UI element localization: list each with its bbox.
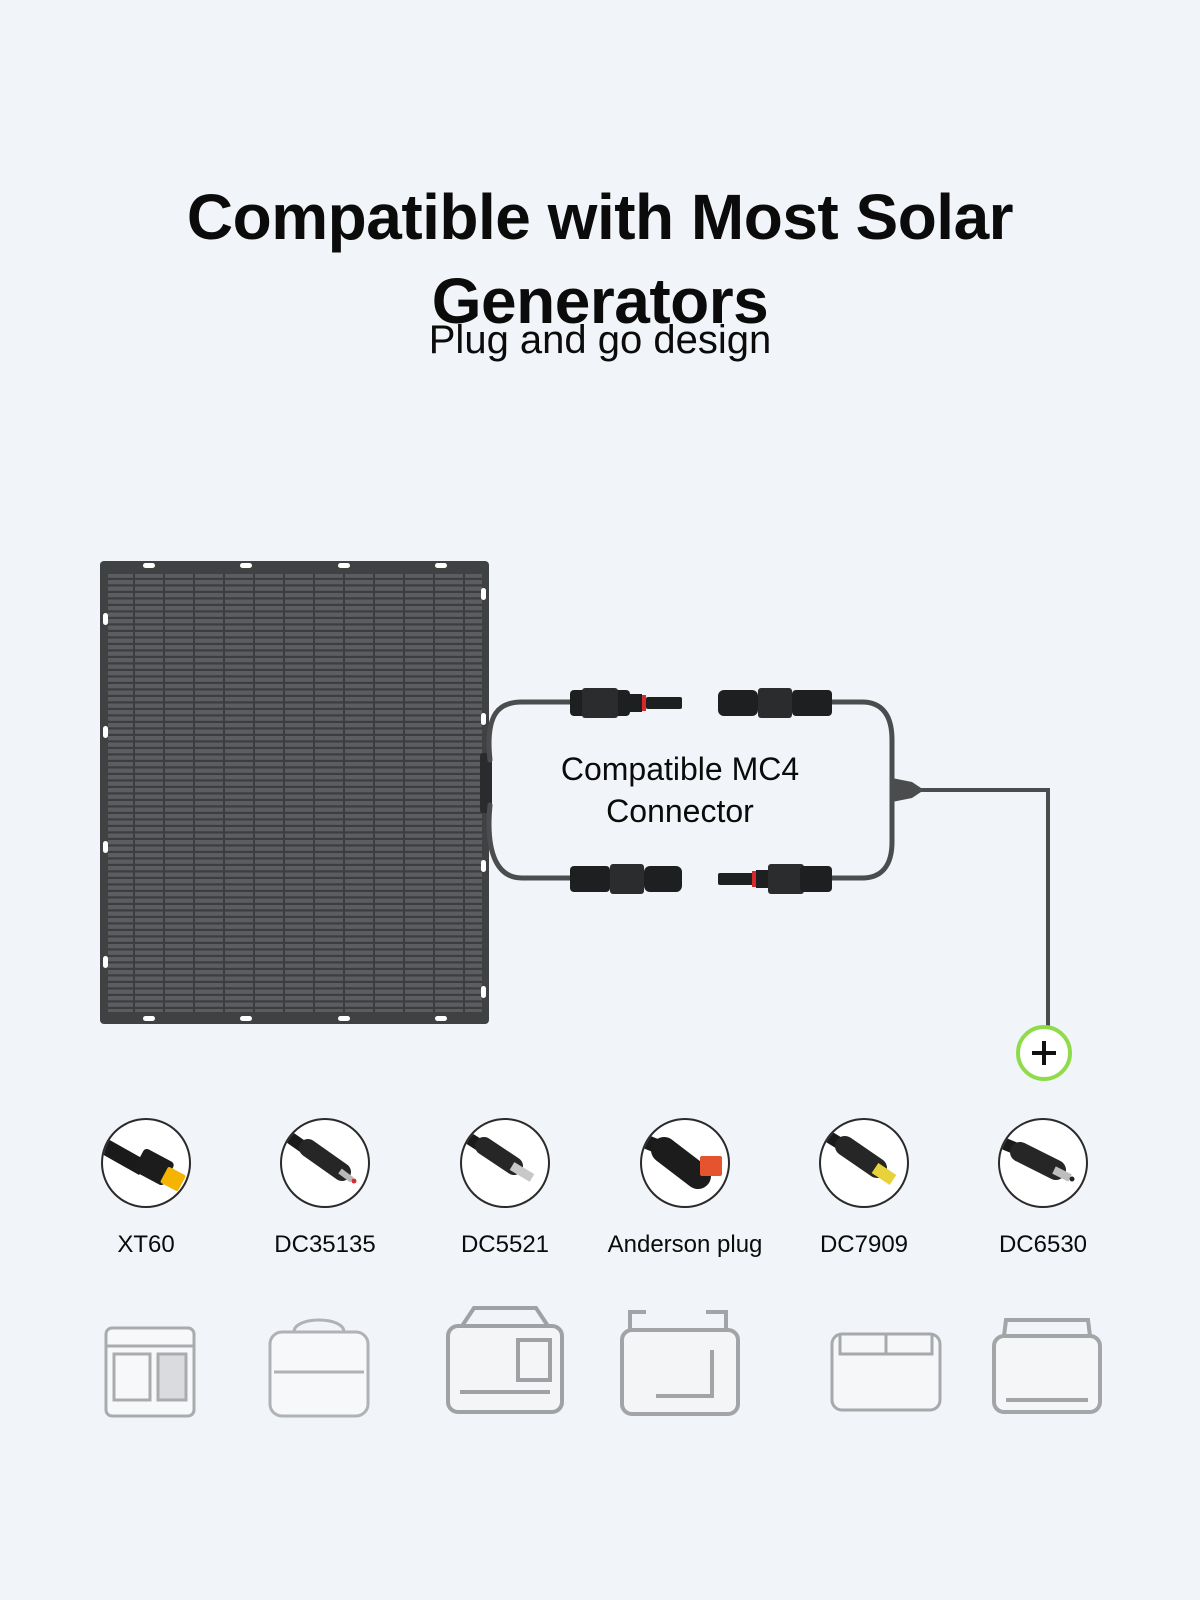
solar-panel-diagram: [100, 561, 1050, 1027]
connector-item: DC5521: [415, 1118, 595, 1260]
solar-panel-icon: [100, 561, 492, 1024]
mc4-connector-icon: [570, 688, 832, 894]
xt60-plug-icon: [101, 1118, 191, 1208]
dc7909-plug-icon: [819, 1118, 909, 1208]
anderson-plug-icon: [640, 1118, 730, 1208]
connector-label: Anderson plug: [607, 1231, 763, 1258]
connector-label: DC35135: [274, 1231, 376, 1258]
page-title: Compatible with Most Solar Generators: [186, 180, 1014, 337]
connector-label: DC6530: [998, 1231, 1088, 1258]
power-station-5-icon: [830, 1332, 942, 1412]
power-station-6-icon: [992, 1318, 1102, 1414]
connector-item: DC7909: [774, 1118, 954, 1260]
connector-item: Anderson plug: [595, 1118, 775, 1260]
dc6530-plug-icon: [998, 1118, 1088, 1208]
connector-item: XT60: [56, 1118, 236, 1260]
power-station-4-icon: [620, 1310, 740, 1416]
power-station-3-icon: [446, 1306, 564, 1414]
power-station-2-icon: [268, 1318, 370, 1418]
add-connector-icon: [1016, 1025, 1072, 1081]
connector-item: DC35135: [235, 1118, 415, 1260]
connector-item: DC6530: [953, 1118, 1133, 1260]
page-subtitle: Plug and go design: [428, 318, 772, 362]
connector-label: DC5521: [460, 1231, 550, 1258]
connector-label: DC7909: [819, 1231, 909, 1258]
dc35135-plug-icon: [280, 1118, 370, 1208]
connector-label: XT60: [117, 1231, 175, 1258]
connector-list: XT60 DC35135 DC5521: [0, 1118, 1200, 1268]
device-list: [0, 1300, 1200, 1440]
dc5521-plug-icon: [460, 1118, 550, 1208]
mc4-connector-label: Compatible MC4 Connector: [560, 751, 800, 829]
power-station-1-icon: [104, 1326, 196, 1418]
